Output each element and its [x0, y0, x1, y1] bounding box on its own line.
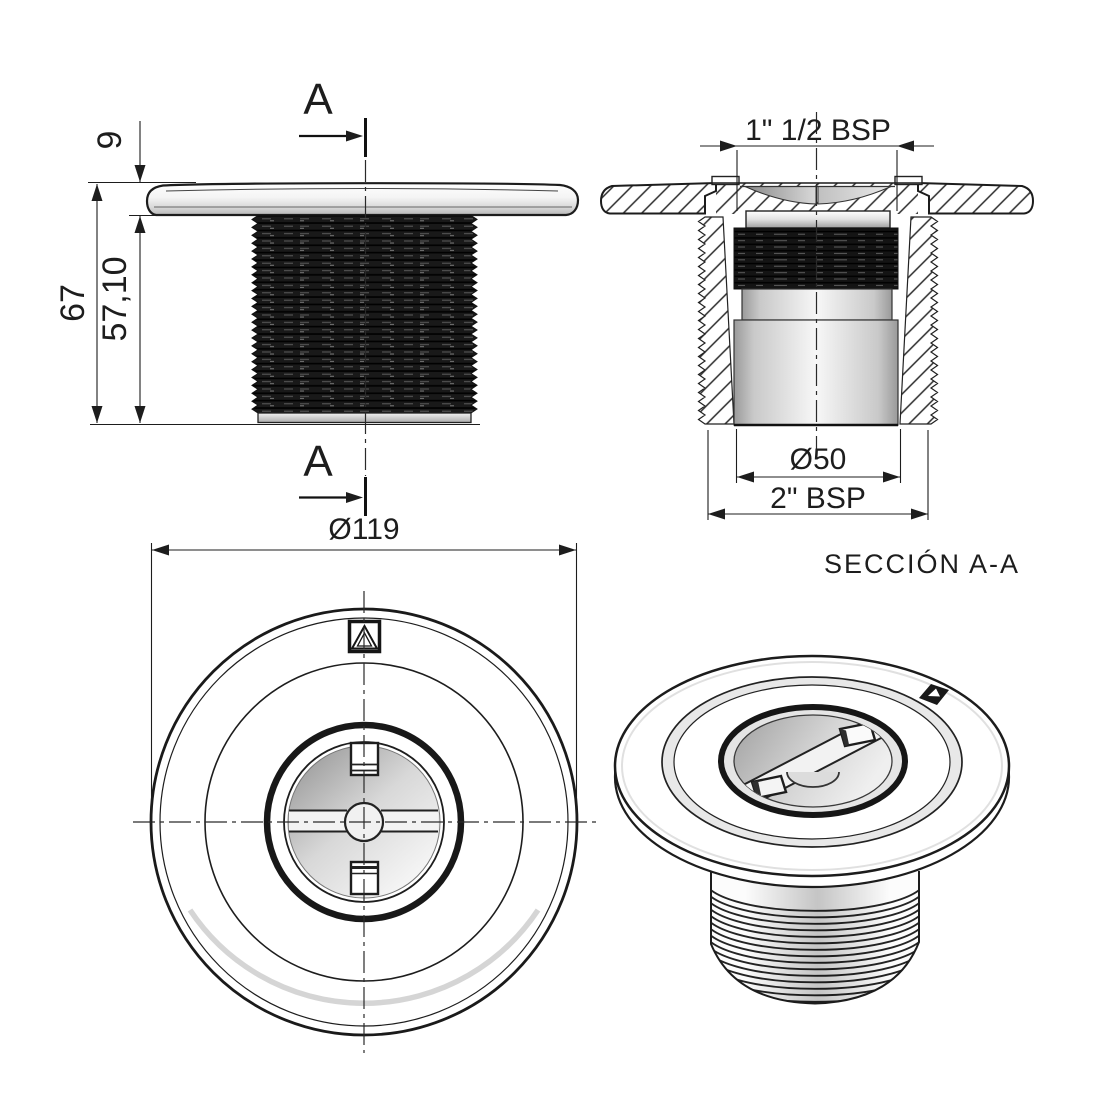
dim-flange-thickness-label: 9	[91, 131, 129, 150]
iso-bar-edge-upper	[734, 715, 892, 807]
dimension-lines	[88, 121, 934, 827]
iso-pipe	[711, 871, 919, 1004]
front-view	[133, 591, 596, 1053]
section-insert-band	[745, 210, 891, 229]
dimension-arrow	[91, 406, 103, 423]
side-threaded-body	[251, 215, 478, 414]
dimension-arrow	[737, 471, 754, 483]
dim-overall-height-label: 67	[54, 284, 92, 322]
dimension-arrow	[883, 471, 900, 483]
dimension-arrow	[708, 508, 725, 520]
dim-outer-thread-label: 2" BSP	[770, 482, 866, 515]
dimension-arrow	[346, 492, 363, 503]
side-flange	[145, 182, 580, 217]
dimension-arrow	[559, 544, 576, 556]
dimension-arrow	[91, 184, 103, 201]
side-flange-dome-line	[165, 188, 559, 192]
iso-logo-glyph	[928, 688, 940, 697]
iso-pipe-shading	[745, 871, 890, 1004]
dimension-arrow	[720, 140, 737, 152]
section-cone-right	[817, 186, 892, 205]
dimension-arrows	[91, 130, 928, 556]
section-title-label: SECCIÓN A-A	[824, 548, 1020, 579]
dimension-arrow	[134, 165, 146, 182]
dimension-arrow	[134, 406, 146, 423]
iso-bar-edge-lower	[734, 715, 892, 807]
iso-square-hole-upper	[838, 721, 877, 748]
side-thread-end-cap	[257, 412, 472, 424]
section-wall-left	[697, 216, 735, 425]
side-view	[145, 118, 580, 516]
iso-square-hole-upper-shadow	[840, 729, 849, 746]
side-thread-silhouette	[251, 215, 478, 414]
section-lip-right	[894, 175, 923, 186]
section-flange-wing-right	[917, 181, 1035, 215]
dimension-arrow	[152, 544, 169, 556]
dim-thread-length-label: 57,10	[96, 256, 134, 341]
isometric-view	[613, 654, 1011, 1005]
iso-center-bump	[786, 771, 840, 788]
dimension-arrow	[346, 130, 363, 142]
iso-pipe-outline	[710, 871, 920, 1005]
section-flange-wing-left	[599, 181, 717, 215]
section-marker-top-label: A	[303, 75, 333, 124]
dim-flange-diameter-label: Ø119	[328, 513, 399, 546]
dimension-arrow	[911, 508, 928, 520]
iso-flange-inner-rim	[621, 661, 1003, 871]
iso-square-hole-lower-shadow	[752, 780, 761, 798]
dimension-arrow	[897, 140, 914, 152]
dimension-arrow	[134, 216, 146, 233]
section-outer-thread-walls	[697, 216, 939, 425]
section-marker-bottom-label: A	[303, 437, 333, 486]
section-view	[599, 112, 1035, 455]
section-lip-left	[711, 175, 740, 186]
annotation-texts: A A 9 67 57,10 Ø119 1" 1/2 BSP Ø50 2" BS…	[54, 75, 1020, 579]
section-wall-right	[899, 216, 939, 425]
dim-bore-diameter-label: Ø50	[790, 443, 847, 476]
dim-inner-thread-label: 1" 1/2 BSP	[745, 114, 891, 147]
iso-brand-logo-icon	[919, 684, 949, 705]
